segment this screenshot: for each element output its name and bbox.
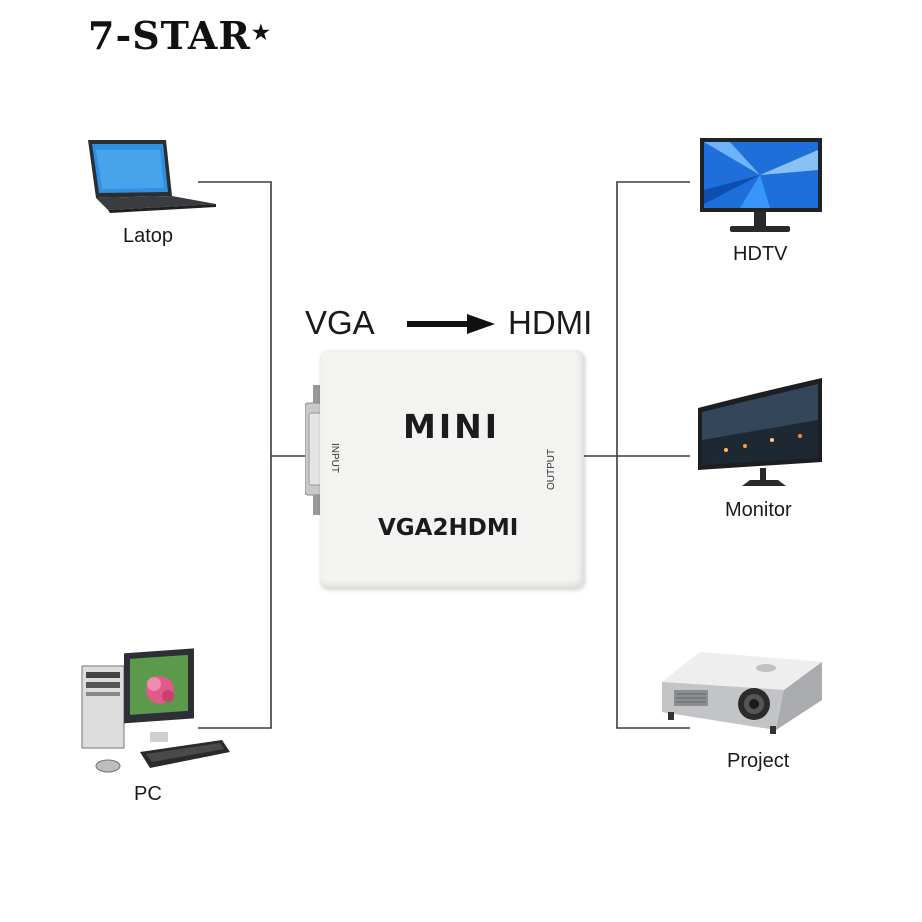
star-icon: ★ [251, 20, 271, 44]
brand-logo: 7-STAR★ [88, 14, 271, 58]
projector-icon [662, 652, 822, 734]
vga-connector-icon [305, 385, 325, 515]
converter-series-label: MINI [403, 407, 501, 446]
desktop-pc-icon [81, 648, 230, 773]
curved-monitor-icon [698, 378, 822, 486]
output-port-label: OUTPUT [546, 448, 557, 490]
output-format-label: HDMI [508, 304, 593, 341]
monitor-label: Monitor [725, 499, 792, 521]
converter-box [320, 350, 584, 588]
input-port-label: INPUT [329, 443, 340, 473]
laptop-icon [88, 140, 216, 213]
pc-label: PC [134, 783, 162, 805]
brand-name: 7-STAR [88, 13, 251, 58]
hdtv-label: HDTV [733, 243, 788, 265]
left-connector-lines [198, 181, 306, 729]
input-format-label: VGA [305, 304, 375, 341]
converter-model-label: VGA2HDMI [378, 515, 519, 541]
laptop-label: Latop [123, 225, 174, 247]
projector-label: Project [727, 750, 790, 772]
right-connector-lines [584, 181, 690, 729]
tv-icon [700, 138, 822, 232]
arrow-right-icon [407, 314, 495, 334]
